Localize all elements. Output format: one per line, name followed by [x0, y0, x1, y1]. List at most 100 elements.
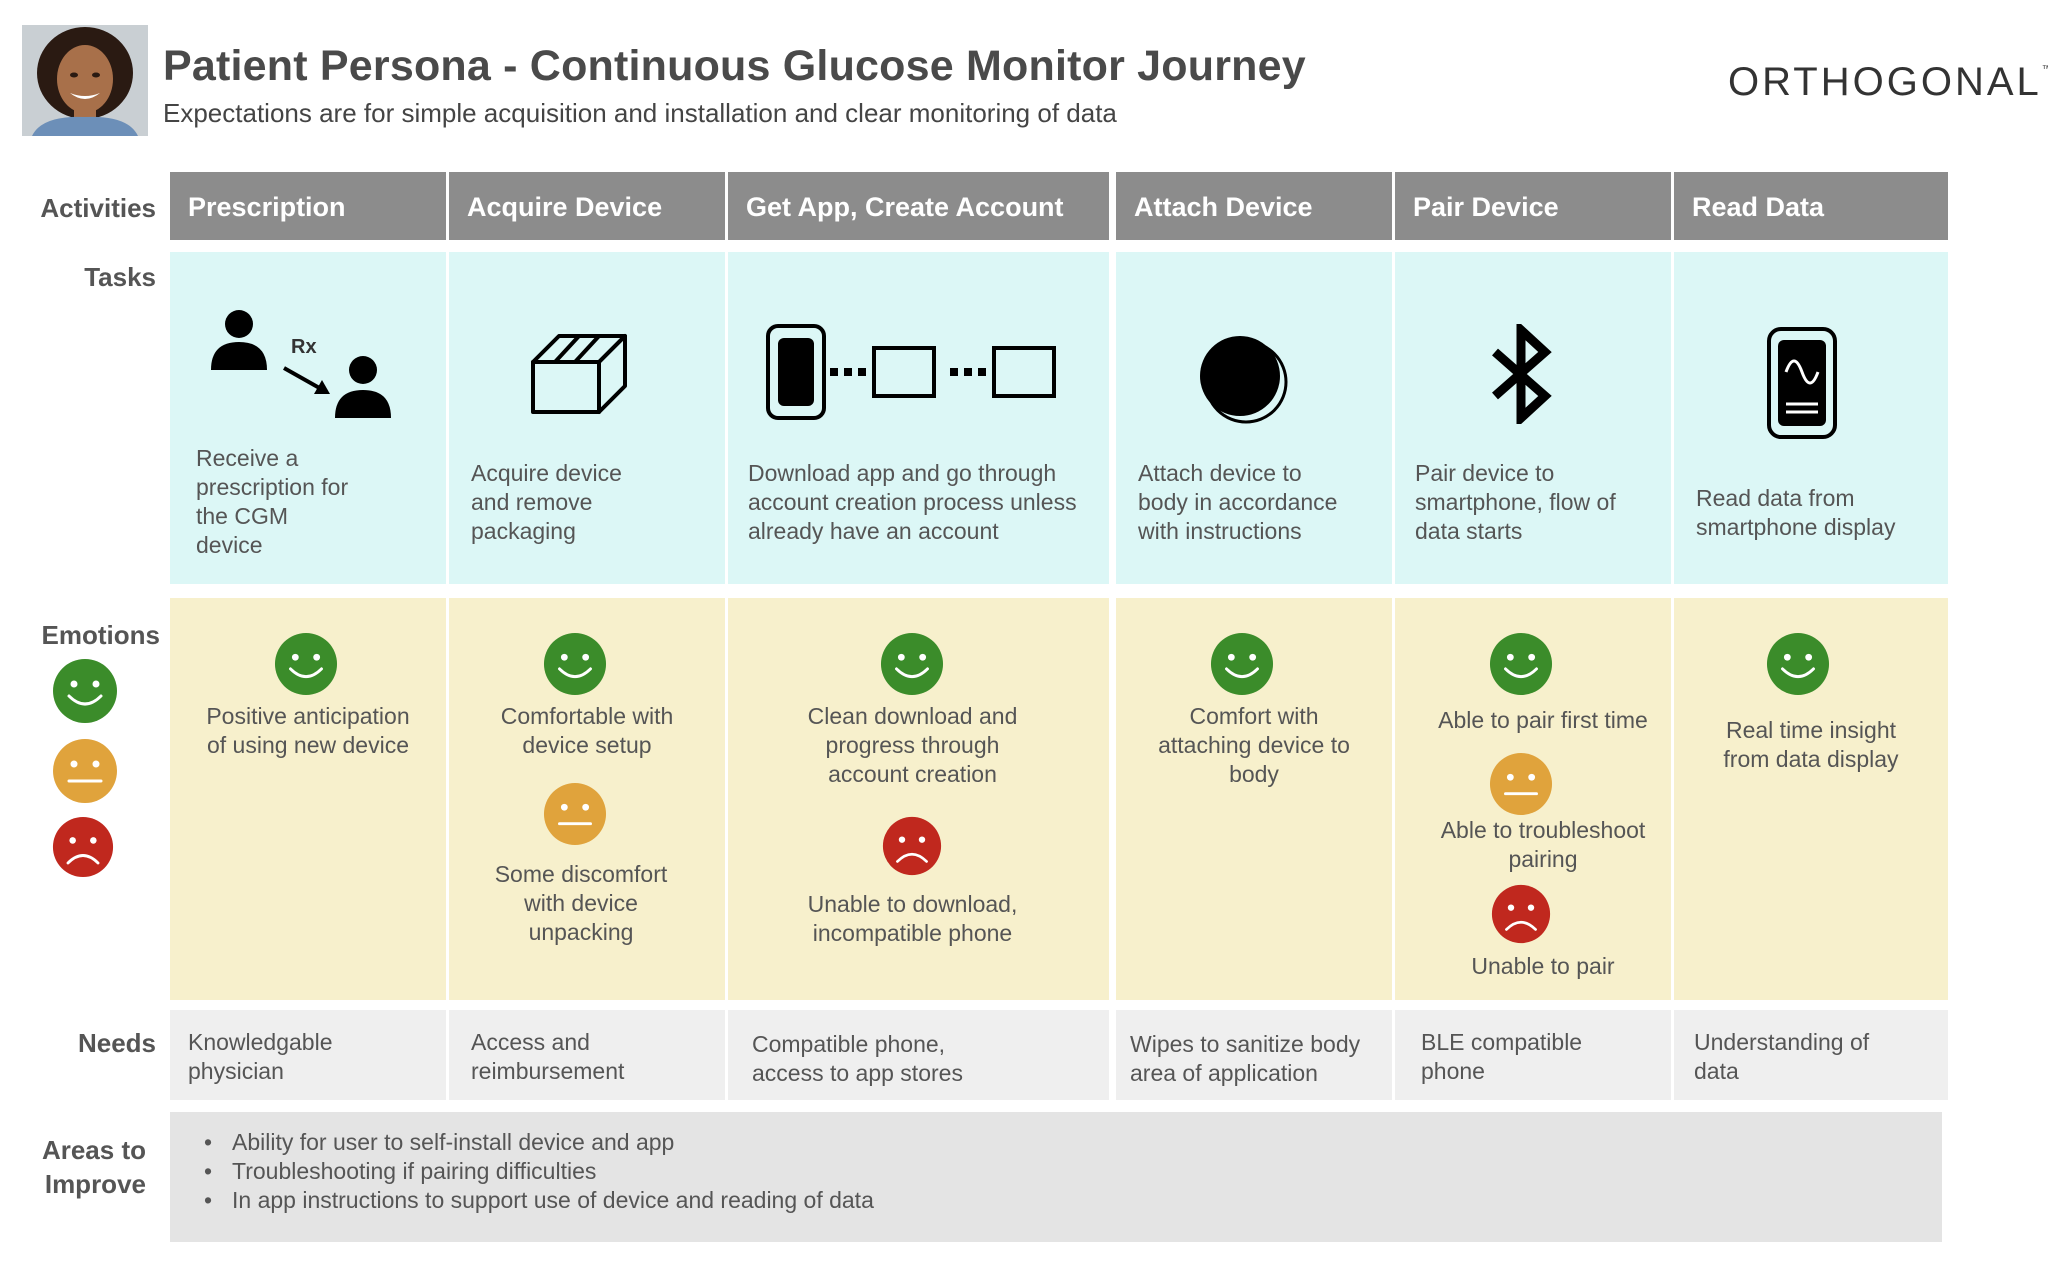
- box-icon: [531, 334, 627, 414]
- need-cell-attach-device: Wipes to sanitize body area of applicati…: [1116, 1010, 1392, 1100]
- emotion-cell-prescription: Positive anticipation of using new devic…: [170, 598, 446, 1000]
- task-line: the CGM: [196, 503, 289, 529]
- task-line: account creation process unless: [748, 489, 1077, 515]
- emotion-line: Able to troubleshoot: [1440, 817, 1646, 843]
- need-line: Access and: [471, 1029, 590, 1055]
- bluetooth-icon: [1492, 324, 1552, 424]
- row-label-areas-line2: Improve: [44, 1169, 146, 1199]
- page-title: Patient Persona - Continuous Glucose Mon…: [163, 42, 1306, 90]
- need-cell-prescription: Knowledgable physician: [170, 1010, 446, 1100]
- row-label-tasks: Tasks: [84, 262, 156, 292]
- legend-neutral-face-icon: [53, 739, 117, 803]
- emotion-text: Unable to download, incompatible phone: [722, 890, 1103, 948]
- row-label-areas: Areas to Improve: [20, 1133, 146, 1201]
- happy-face-icon: [274, 632, 338, 696]
- brand-name: ORTHOGONAL: [1728, 60, 2042, 104]
- emotion-line: Unable to pair: [1471, 953, 1615, 979]
- emotion-text: Positive anticipation of using new devic…: [170, 702, 446, 760]
- emotion-line: Some discomfort: [494, 861, 668, 887]
- neutral-face-icon: [543, 782, 607, 846]
- neutral-face-icon: [1489, 752, 1553, 816]
- activity-get-app: Get App, Create Account: [728, 172, 1109, 240]
- task-line: smartphone, flow of: [1415, 489, 1616, 515]
- emotion-line: Unable to download,: [807, 891, 1018, 917]
- emotion-line: pairing: [1508, 846, 1578, 872]
- phone-graph-icon: [1767, 327, 1837, 439]
- emotion-line: from data display: [1723, 746, 1899, 772]
- emotion-text: Unable to pair: [1405, 952, 1681, 981]
- emotion-cell-pair-device: Able to pair first time Able to troubles…: [1395, 598, 1671, 1000]
- emotion-line: with device: [524, 890, 638, 916]
- row-label-emotions: Emotions: [41, 620, 160, 650]
- emotion-line: Clean download and: [807, 703, 1018, 729]
- rx-label: Rx: [291, 336, 317, 358]
- task-line: Acquire device: [471, 460, 622, 486]
- task-line: body in accordance: [1138, 489, 1338, 515]
- task-line: device: [196, 532, 263, 558]
- sad-face-icon: [882, 816, 942, 876]
- happy-face-icon: [1766, 632, 1830, 696]
- emotion-line: attaching device to: [1158, 732, 1350, 758]
- emotion-line: account creation: [828, 761, 997, 787]
- header: Patient Persona - Continuous Glucose Mon…: [0, 0, 2048, 160]
- happy-face-icon: [1210, 632, 1274, 696]
- task-line: smartphone display: [1696, 514, 1896, 540]
- legend-sad-face-icon: [52, 816, 114, 878]
- emotion-line: device setup: [522, 732, 652, 758]
- happy-face-icon: [543, 632, 607, 696]
- emotion-cell-read-data: Real time insight from data display: [1674, 598, 1948, 1000]
- task-line: and remove: [471, 489, 593, 515]
- emotion-line: unpacking: [528, 919, 634, 945]
- need-line: BLE compatible: [1421, 1029, 1583, 1055]
- persona-avatar: [22, 25, 148, 136]
- brand-trademark: ™: [2041, 64, 2048, 75]
- task-cell-get-app: Download app and go through account crea…: [728, 252, 1109, 584]
- activity-attach-device: Attach Device: [1116, 172, 1392, 240]
- need-line: Understanding of: [1694, 1029, 1870, 1055]
- emotion-line: Real time insight: [1725, 717, 1897, 743]
- need-cell-read-data: Understanding of data: [1674, 1010, 1948, 1100]
- list-item: In app instructions to support use of de…: [204, 1186, 874, 1215]
- activity-acquire-device: Acquire Device: [449, 172, 725, 240]
- task-line: with instructions: [1138, 518, 1302, 544]
- task-text-pair-device: Pair device to smartphone, flow of data …: [1415, 459, 1616, 546]
- task-text-attach-device: Attach device to body in accordance with…: [1138, 459, 1337, 546]
- need-cell-acquire-device: Access and reimbursement: [449, 1010, 725, 1100]
- task-line: prescription for: [196, 474, 349, 500]
- legend-happy-face-icon: [53, 659, 117, 723]
- row-label-needs: Needs: [77, 1028, 156, 1058]
- emotion-line: Able to pair first time: [1438, 707, 1648, 733]
- happy-face-icon: [1489, 632, 1553, 696]
- task-cell-pair-device: Pair device to smartphone, flow of data …: [1395, 252, 1671, 584]
- need-line: physician: [188, 1058, 284, 1084]
- emotion-text: Some discomfort with device unpacking: [443, 860, 719, 947]
- need-line: data: [1694, 1058, 1739, 1084]
- need-line: reimbursement: [471, 1058, 625, 1084]
- happy-face-icon: [880, 632, 944, 696]
- need-line: area of application: [1130, 1060, 1318, 1086]
- task-cell-attach-device: Attach device to body in accordance with…: [1116, 252, 1392, 584]
- emotion-text: Comfortable with device setup: [449, 702, 725, 760]
- brand-logo: ORTHOGONAL™: [1728, 60, 2048, 105]
- list-item: Ability for user to self-install device …: [204, 1128, 874, 1157]
- activity-pair-device: Pair Device: [1395, 172, 1671, 240]
- need-line: Knowledgable: [188, 1029, 333, 1055]
- task-line: already have an account: [748, 518, 999, 544]
- need-line: Wipes to sanitize body: [1130, 1031, 1361, 1057]
- emotion-text: Able to troubleshoot pairing: [1405, 816, 1681, 874]
- sad-face-icon: [1491, 884, 1551, 944]
- phone-connect-icon: [766, 324, 1056, 420]
- task-text-read-data: Read data from smartphone display: [1696, 484, 1895, 542]
- emotion-line: body: [1229, 761, 1279, 787]
- emotion-cell-acquire-device: Comfortable with device setup Some disco…: [449, 598, 725, 1000]
- emotion-line: Comfortable with: [500, 703, 674, 729]
- list-item: Troubleshooting if pairing difficulties: [204, 1157, 874, 1186]
- areas-list: Ability for user to self-install device …: [204, 1128, 874, 1215]
- row-label-areas-line1: Areas to: [41, 1135, 146, 1165]
- emotion-line: of using new device: [206, 732, 409, 758]
- activity-read-data: Read Data: [1674, 172, 1948, 240]
- task-cell-acquire-device: Acquire device and remove packaging: [449, 252, 725, 584]
- emotion-text: Able to pair first time: [1405, 706, 1681, 735]
- emotion-cell-get-app: Clean download and progress through acco…: [728, 598, 1109, 1000]
- emotion-cell-attach-device: Comfort with attaching device to body: [1116, 598, 1392, 1000]
